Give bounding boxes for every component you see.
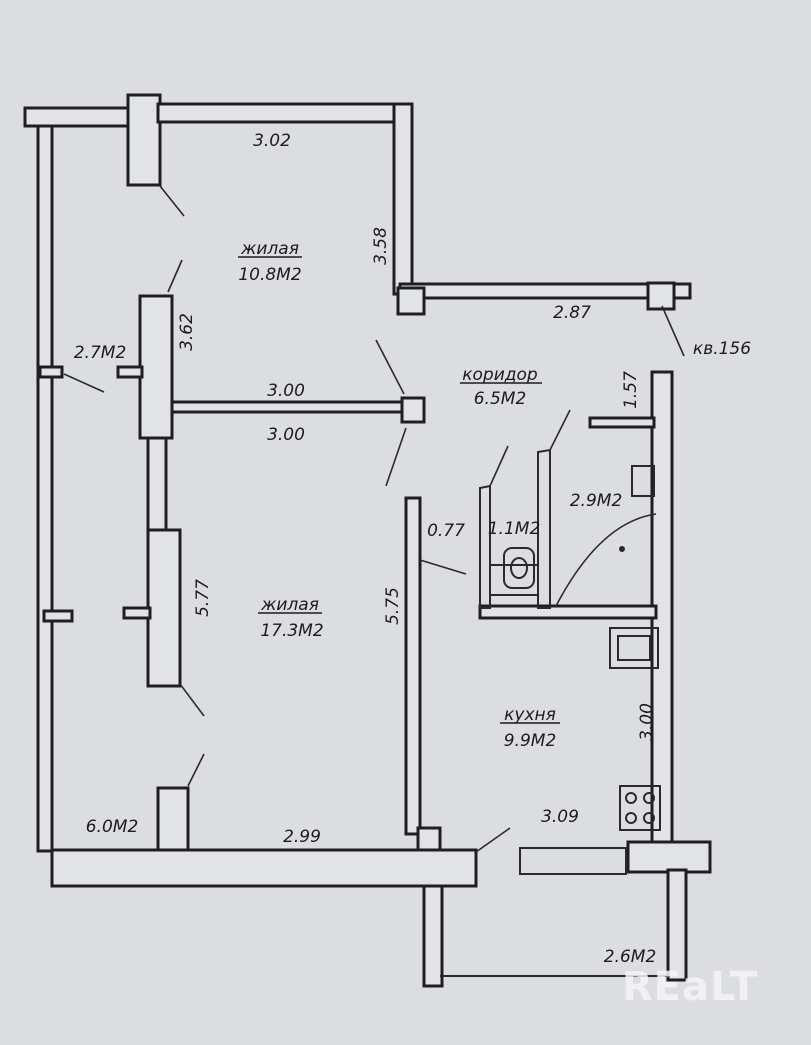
area-bath: 2.9М2 [570, 491, 623, 511]
dim-kitchen-bottom: 3.09 [541, 807, 579, 827]
apartment-label: кв.156 [693, 339, 751, 359]
dim-kitchen-right: 3.00 [637, 703, 657, 741]
wall-bath-bottom [478, 604, 658, 620]
wall-loggia-left [422, 884, 444, 988]
room-name-living-main: жилая [260, 595, 319, 615]
door-swings [63, 185, 685, 853]
room-area-corridor: 6.5М2 [474, 389, 527, 409]
dim-main-left: 5.77 [193, 579, 213, 617]
wall-right-lower [666, 868, 688, 982]
dim-partition-mid-bottom: 3.00 [267, 425, 305, 445]
room-name-living-top: жилая [240, 239, 299, 259]
watermark-logo: REaLT [622, 964, 758, 1010]
dim-top-room-width: 3.02 [253, 131, 291, 151]
dim-top-room-depth: 3.58 [371, 227, 391, 265]
burner-2-icon [643, 792, 655, 804]
dim-main-bottom: 2.99 [283, 827, 321, 847]
bath-shower-arc [555, 513, 657, 607]
room-area-living-main: 17.3М2 [260, 621, 323, 641]
partition-glass [146, 436, 168, 534]
dim-main-right: 5.75 [383, 587, 403, 625]
dim-partition-left: 3.62 [177, 313, 197, 351]
column-a [396, 286, 426, 316]
sanitary [479, 448, 661, 831]
kitchen-sink-bowl-icon [617, 635, 651, 661]
toilet-icon [503, 547, 535, 589]
burner-3-icon [625, 812, 637, 824]
stub-lower [122, 606, 152, 620]
area-balcony-left: 2.7М2 [74, 343, 127, 363]
room-area-kitchen: 9.9М2 [504, 731, 557, 751]
wc-box [489, 564, 539, 596]
drain-icon [619, 546, 625, 552]
area-loggia-left: 6.0М2 [86, 817, 139, 837]
area-loggia-right: 2.6М2 [604, 947, 657, 967]
dim-door-gap: 0.77 [427, 521, 465, 541]
partition-middle [170, 400, 410, 414]
column-b [646, 281, 676, 311]
column-d [416, 826, 442, 854]
dim-partition-mid-top: 3.00 [267, 381, 305, 401]
stub-outer-lower [42, 609, 74, 623]
burner-1-icon [625, 792, 637, 804]
thin-lines [440, 847, 670, 977]
area-wc: 1.1М2 [488, 519, 541, 539]
wall-bottom-pier [156, 786, 190, 854]
column-c [400, 396, 426, 424]
wall-top [156, 102, 408, 124]
wall-bottom [50, 848, 478, 888]
dim-corridor-right: 1.57 [621, 371, 641, 409]
room-area-living-top: 10.8М2 [238, 265, 301, 285]
wall-main-right [404, 496, 422, 836]
room-name-kitchen: кухня [504, 705, 556, 725]
wall-top-right [392, 102, 414, 296]
wall-left-outer [36, 124, 54, 853]
burner-4-icon [643, 812, 655, 824]
sink-icon [631, 465, 655, 497]
wall-top-left [23, 106, 135, 128]
wc-wall-left [479, 484, 491, 609]
stove-icon [619, 785, 661, 831]
dim-corridor-top: 2.87 [553, 303, 591, 323]
wall-right-bottom [626, 840, 712, 874]
stub-outer-upper [38, 365, 64, 379]
stub-upper [116, 365, 144, 379]
partition-lower [146, 528, 182, 688]
radiator [519, 847, 627, 875]
toilet-bowl-icon [510, 557, 528, 579]
room-name-corridor: коридор [462, 365, 538, 385]
wall-top-pier [126, 93, 162, 187]
labels: жилая 10.8М2 коридор 6.5М2 жилая 17.3М2 … [74, 131, 752, 967]
wc-wall-right [537, 448, 551, 609]
stub-corridor-right [588, 416, 656, 429]
walls [23, 93, 712, 988]
partition-upper [138, 294, 174, 440]
kitchen-sink-icon [609, 627, 659, 669]
